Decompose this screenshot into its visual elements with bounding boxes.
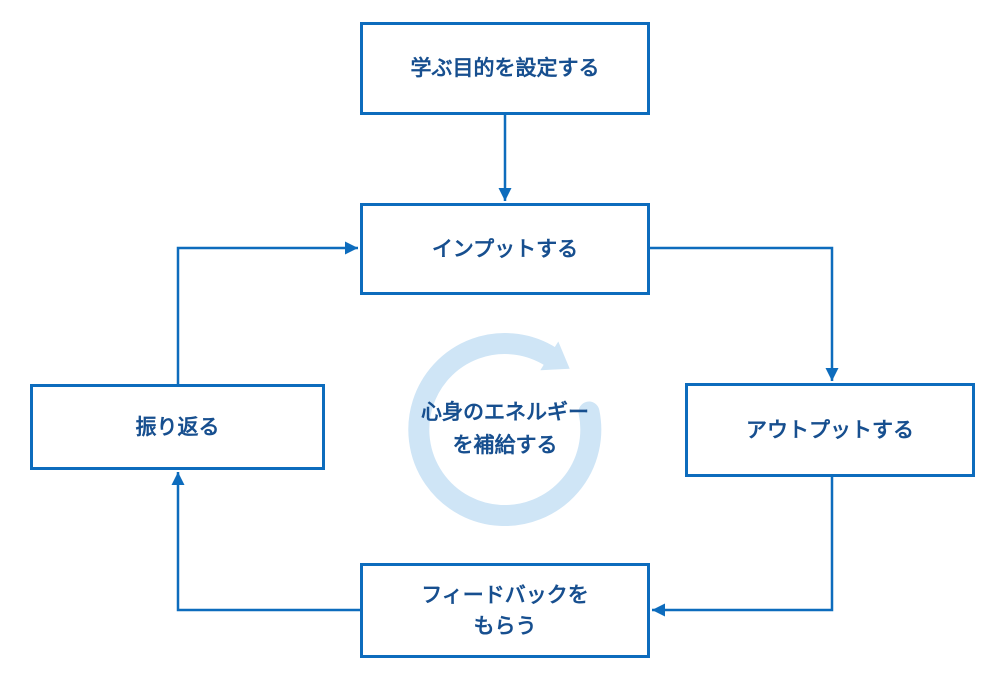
node-output: アウトプットする bbox=[685, 383, 975, 477]
node-reflect: 振り返る bbox=[30, 384, 325, 470]
node-feedback-label-line1: フィードバックを bbox=[421, 583, 589, 608]
center-label-line1: 心身のエネルギー bbox=[421, 400, 589, 424]
center-label-line2: を補給する bbox=[452, 432, 558, 457]
node-input-label: インプットする bbox=[431, 236, 579, 261]
arrow-reflect-to-input bbox=[176, 241, 358, 384]
arrow-input-to-output bbox=[650, 246, 839, 381]
node-feedback-label-line2: もらう bbox=[473, 613, 537, 638]
node-input: インプットする bbox=[360, 203, 650, 295]
center-label: 心身のエネルギー を補給する bbox=[375, 396, 635, 461]
node-set-purpose-label: 学ぶ目的を設定する bbox=[410, 56, 600, 81]
node-set-purpose: 学ぶ目的を設定する bbox=[360, 22, 650, 115]
cycle-arrow-icon bbox=[408, 333, 602, 527]
arrow-output-to-feedback bbox=[652, 477, 834, 617]
arrow-feedback-to-reflect bbox=[171, 472, 360, 612]
node-reflect-label: 振り返る bbox=[135, 414, 220, 439]
node-feedback: フィードバックを もらう bbox=[360, 563, 650, 658]
node-output-label: アウトプットする bbox=[746, 417, 914, 442]
